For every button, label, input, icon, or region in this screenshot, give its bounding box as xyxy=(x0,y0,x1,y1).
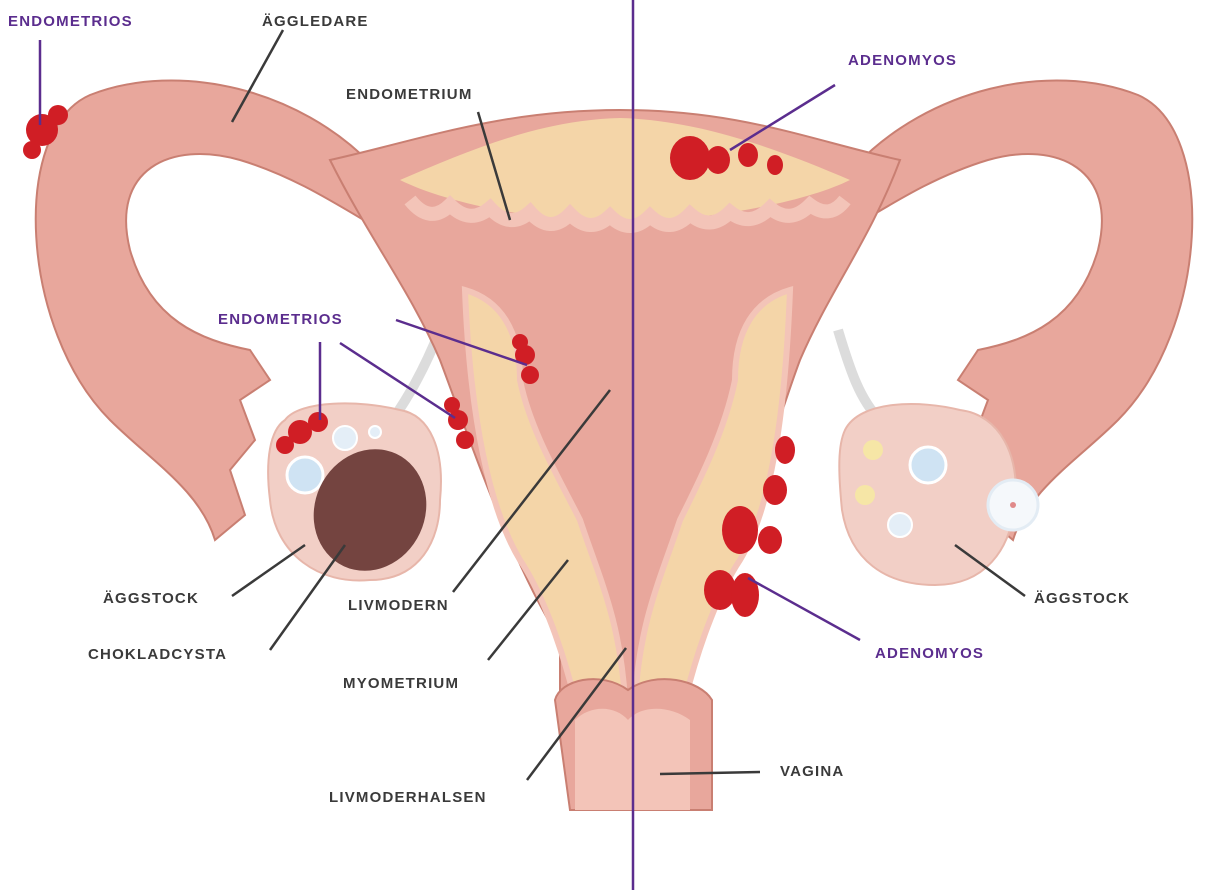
ovarian-ligament-right xyxy=(838,330,880,420)
label-chocolate-cyst: CHOKLADCYSTA xyxy=(88,646,227,664)
label-adenomyosis-bottom: ADENOMYOS xyxy=(875,645,984,663)
label-adenomyosis-top: ADENOMYOS xyxy=(848,52,957,70)
label-myometrium: MYOMETRIUM xyxy=(343,675,459,693)
label-ovary-left: ÄGGSTOCK xyxy=(103,590,199,608)
label-endometriosis-top: ENDOMETRIOS xyxy=(8,13,133,31)
label-endometrium: ENDOMETRIUM xyxy=(346,86,473,104)
label-cervix: LIVMODERHALSEN xyxy=(329,789,487,807)
label-endometriosis-mid: ENDOMETRIOS xyxy=(218,311,343,329)
label-uterus: LIVMODERN xyxy=(348,597,449,615)
label-fallopian-tube: ÄGGLEDARE xyxy=(262,13,369,31)
label-ovary-right: ÄGGSTOCK xyxy=(1034,590,1130,608)
label-vagina: VAGINA xyxy=(780,763,844,781)
